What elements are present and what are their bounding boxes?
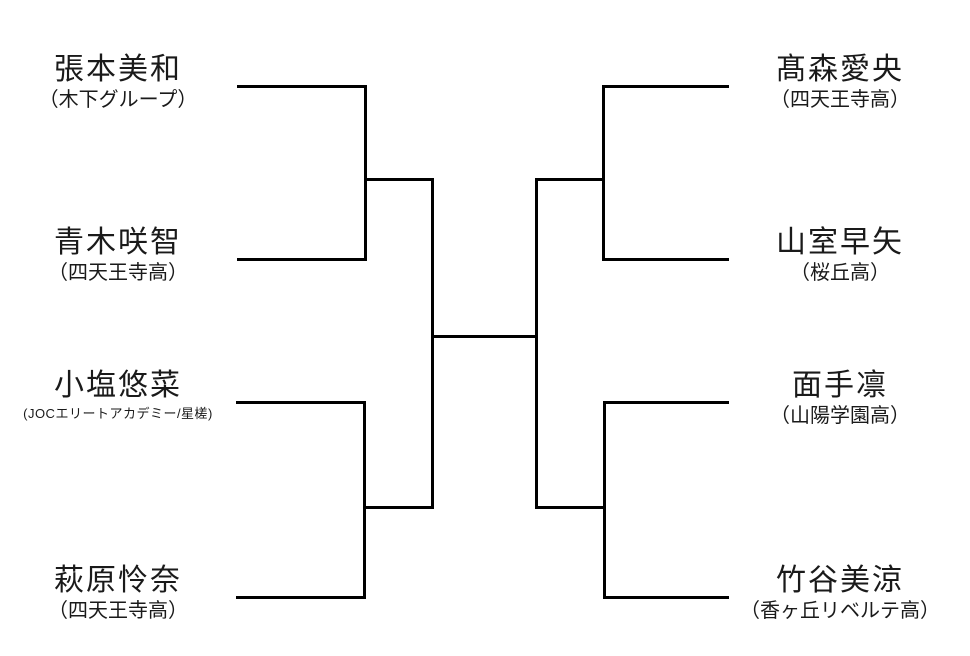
bracket-connector-right-pair1: [602, 85, 605, 261]
player-name: 面手凛: [792, 369, 888, 402]
player-affiliation: （四天王寺高）: [48, 600, 188, 622]
bracket-line-right-semi1-winner: [535, 178, 605, 181]
bracket-connector-right-pair2: [603, 401, 606, 599]
player-name: 小塩悠菜: [54, 369, 182, 402]
player-name: 張本美和: [54, 53, 182, 86]
bracket-line-right-player1: [602, 85, 729, 88]
player-entry: 面手凛 （山陽学園高）: [722, 368, 958, 429]
player-affiliation: （木下グループ）: [38, 89, 198, 111]
bracket-connector-left-pair2: [363, 401, 366, 599]
player-affiliation: (JOCエリートアカデミー/星槎): [23, 406, 213, 421]
player-entry: 竹谷美涼 （香ヶ丘リベルテ高）: [722, 563, 958, 624]
player-affiliation: （山陽学園高）: [770, 405, 910, 427]
bracket-line-left-player2: [237, 258, 367, 261]
player-entry: 青木咲智 （四天王寺高）: [8, 225, 228, 286]
player-name: 竹谷美涼: [776, 564, 904, 597]
player-entry: 髙森愛央 （四天王寺高）: [722, 52, 958, 113]
player-entry: 萩原怜奈 （四天王寺高）: [8, 563, 228, 624]
bracket-line-left-player4: [236, 596, 366, 599]
player-affiliation: （四天王寺高）: [770, 89, 910, 111]
bracket-line-left-semi1-winner: [364, 178, 434, 181]
player-affiliation: （桜丘高）: [790, 262, 890, 284]
bracket-connector-right-final: [535, 178, 538, 509]
player-entry: 小塩悠菜 (JOCエリートアカデミー/星槎): [8, 368, 228, 425]
player-name: 萩原怜奈: [54, 564, 182, 597]
bracket-line-right-player3: [603, 401, 729, 404]
bracket-line-right-semi2-winner: [535, 506, 606, 509]
bracket-line-left-player3: [236, 401, 366, 404]
bracket-line-left-semi2-winner: [363, 506, 434, 509]
player-name: 髙森愛央: [776, 53, 904, 86]
player-name: 青木咲智: [54, 226, 182, 259]
bracket-line-left-player1: [237, 85, 367, 88]
bracket-connector-left-final: [431, 178, 434, 509]
player-affiliation: （香ヶ丘リベルテ高）: [740, 600, 940, 622]
bracket-connector-left-pair1: [364, 85, 367, 261]
bracket-line-right-player4: [603, 596, 729, 599]
bracket-line-right-player2: [602, 258, 729, 261]
player-entry: 張本美和 （木下グループ）: [8, 52, 228, 113]
player-entry: 山室早矢 （桜丘高）: [722, 225, 958, 286]
player-affiliation: （四天王寺高）: [48, 262, 188, 284]
player-name: 山室早矢: [776, 226, 904, 259]
bracket-line-final: [431, 335, 538, 338]
